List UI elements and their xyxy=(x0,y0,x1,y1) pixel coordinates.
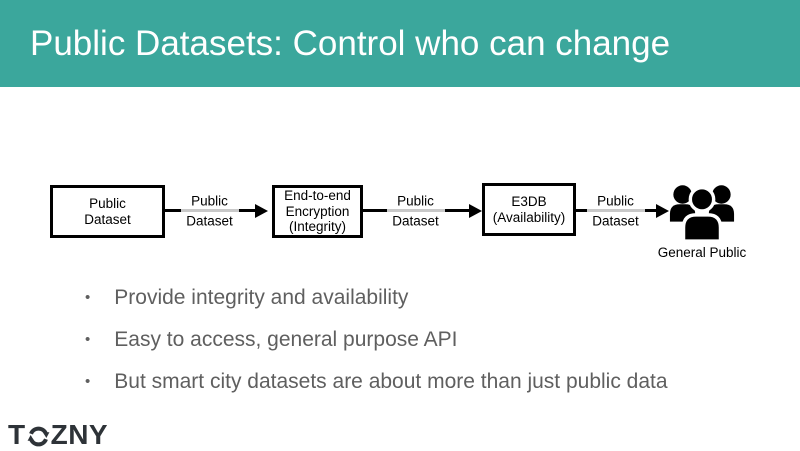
bullet-list: • Provide integrity and availability • E… xyxy=(85,284,765,410)
connector-label-line: Public xyxy=(397,193,434,209)
logo-text-suffix: ZNY xyxy=(50,419,109,450)
audience-label: General Public xyxy=(657,245,747,260)
node-label-line: End-to-end xyxy=(284,188,351,204)
bullet-marker: • xyxy=(85,373,91,390)
connector-label-line: Public xyxy=(597,193,634,209)
connector-label: Public Dataset xyxy=(592,193,639,229)
bullet-marker: • xyxy=(85,289,91,306)
connector-gray-segment xyxy=(386,209,445,212)
node-label-line: Public xyxy=(89,196,126,211)
logo-text-prefix: T xyxy=(8,419,26,450)
diagram-node-e3db: E3DB (Availability) xyxy=(482,183,576,236)
arrow-connector: Public Dataset xyxy=(363,192,482,230)
slide-title: Public Datasets: Control who can change xyxy=(30,23,671,63)
arrowhead-icon xyxy=(255,203,268,218)
arrow-connector: Public Dataset xyxy=(165,192,268,230)
connector-label-line: Public xyxy=(191,193,228,209)
connector-gray-segment xyxy=(586,209,645,212)
bullet-text: Easy to access, general purpose API xyxy=(114,328,458,351)
node-label-line: E3DB xyxy=(511,194,547,209)
arrowhead-icon xyxy=(656,203,669,218)
node-label-line: Encryption xyxy=(285,203,350,219)
connector-label-line: Dataset xyxy=(186,213,233,229)
node-label-line: (Integrity) xyxy=(288,219,346,235)
diagram-node-e2e-encryption: End-to-end Encryption (Integrity) xyxy=(272,185,363,238)
bullet-item: • Easy to access, general purpose API xyxy=(85,326,765,354)
people-group-icon xyxy=(669,185,735,243)
node-label-line: Dataset xyxy=(84,211,131,227)
arrowhead-icon xyxy=(469,203,482,218)
tozny-logo: T ZNY xyxy=(8,419,108,451)
circular-arrows-icon xyxy=(27,426,50,446)
node-label-line: (Availability) xyxy=(492,209,566,225)
connector-gray-segment xyxy=(180,209,239,212)
connector-label-line: Dataset xyxy=(592,213,639,229)
bullet-item: • But smart city datasets are about more… xyxy=(85,368,765,396)
bullet-item: • Provide integrity and availability xyxy=(85,284,765,312)
bullet-text: But smart city datasets are about more t… xyxy=(114,370,668,393)
connector-label: Public Dataset xyxy=(392,193,439,229)
diagram-node-public-dataset: Public Dataset xyxy=(50,185,165,238)
bullet-marker: • xyxy=(85,331,91,348)
bullet-text: Provide integrity and availability xyxy=(114,286,409,309)
slide-header: Public Datasets: Control who can change xyxy=(0,0,800,87)
arrow-connector: Public Dataset xyxy=(576,192,669,230)
connector-label: Public Dataset xyxy=(186,193,233,229)
connector-label-line: Dataset xyxy=(392,213,439,229)
